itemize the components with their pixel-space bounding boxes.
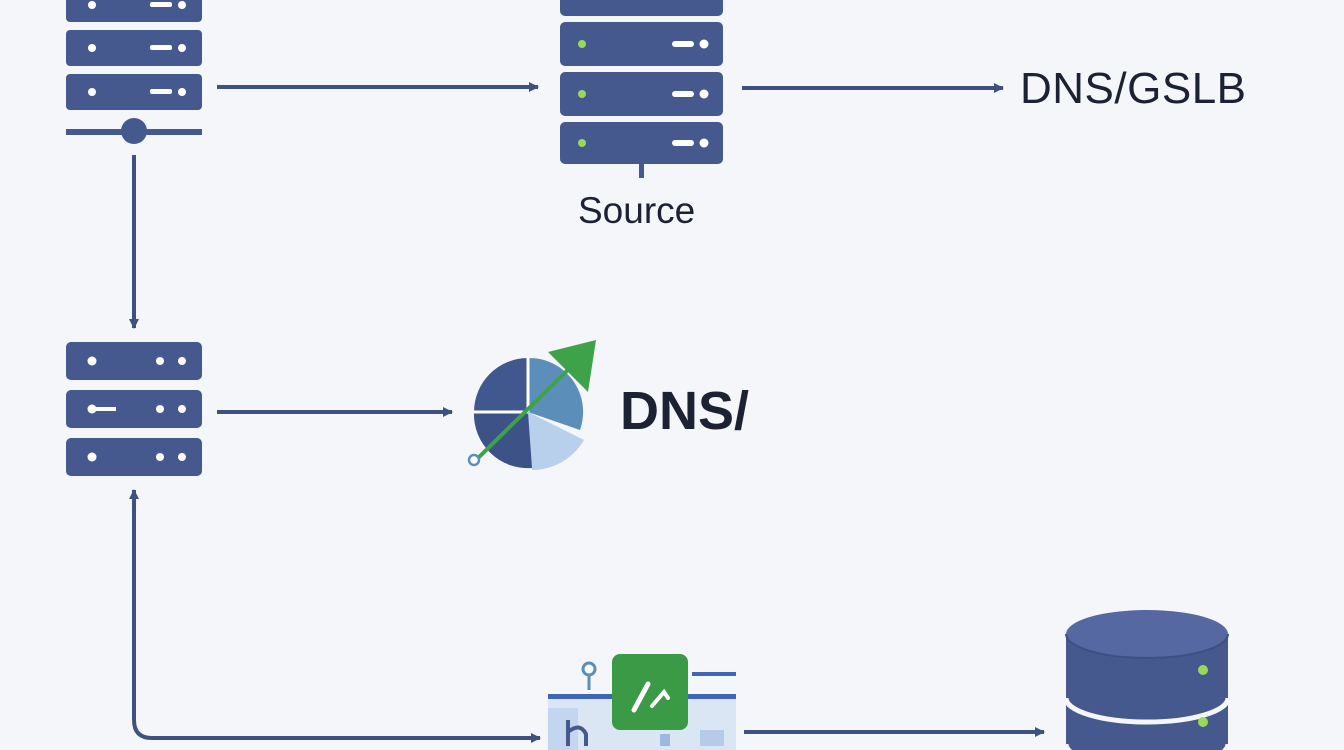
source-server-rack-icon [560, 0, 723, 178]
middle-server-rack-icon [66, 342, 202, 476]
arrow-dashboard-to-server [129, 489, 534, 740]
top-left-server-rack-icon [66, 0, 202, 144]
pie-chart-trend-icon [467, 340, 596, 471]
database-icon [1063, 610, 1231, 750]
dns-gslb-label: DNS/GSLB [1020, 64, 1247, 113]
source-label: Source [578, 190, 696, 231]
analytics-dashboard-icon [548, 654, 736, 750]
dns-label: DNS/ [620, 381, 750, 441]
